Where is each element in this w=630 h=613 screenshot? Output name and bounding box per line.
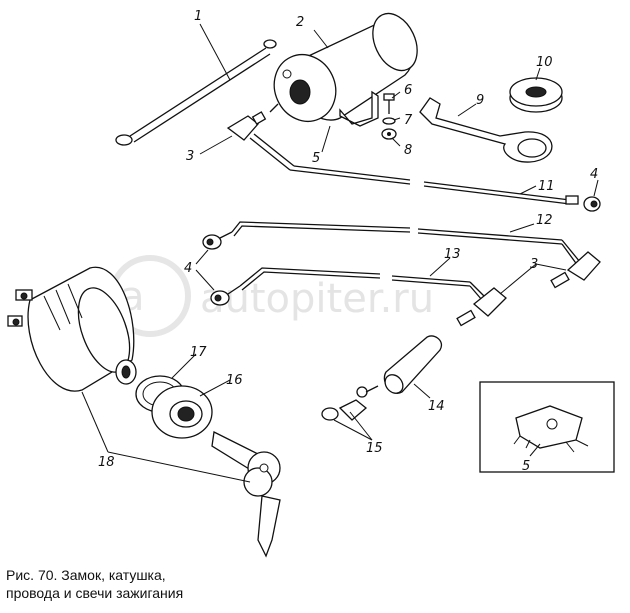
- locking-nut: [151, 385, 213, 439]
- hv-cable-coil: [226, 111, 579, 205]
- callout-4-upper: 4: [590, 167, 598, 182]
- callout-10: 10: [536, 55, 553, 70]
- callout-7: 7: [404, 113, 413, 128]
- bolt: [383, 93, 395, 114]
- rubber-bushing: [509, 77, 563, 113]
- callout-18: 18: [98, 455, 115, 470]
- callout-3-lower: 3: [530, 257, 538, 272]
- leader-lines: [81, 23, 599, 483]
- callout-14: 14: [428, 399, 445, 414]
- callout-1: 1: [194, 9, 202, 24]
- callout-3-upper: 3: [186, 149, 194, 164]
- callout-15: 15: [366, 441, 383, 456]
- spark-plug-wire-short: [239, 267, 507, 327]
- bracket: [419, 97, 553, 163]
- callout-9: 9: [476, 93, 484, 108]
- ignition-switch: [7, 266, 137, 392]
- spark-plug-boot: [383, 335, 443, 394]
- callout-4-lower: 4: [184, 261, 192, 276]
- callout-6: 6: [404, 83, 412, 98]
- callout-numbers: 1 2 3 5 6 7 8 9 10 11 12 13 3 4 4 14 15 …: [98, 9, 598, 474]
- ignition-keys: [211, 431, 281, 558]
- ignition-coil: [269, 12, 418, 127]
- terminal-cap-left: [202, 231, 233, 250]
- callout-2: 2: [296, 15, 304, 30]
- inset-detail: [479, 381, 615, 473]
- figure-caption: Рис. 70. Замок, катушка, провода и свечи…: [6, 566, 306, 602]
- caption-line-2: провода и свечи зажигания: [6, 585, 184, 601]
- callout-11: 11: [538, 179, 555, 194]
- callout-12: 12: [536, 213, 553, 228]
- terminal-cap-lower: [210, 285, 241, 306]
- plug-connector: [321, 385, 379, 421]
- spring-washer: [382, 117, 396, 125]
- callout-17: 17: [190, 345, 207, 360]
- callout-5-inset: 5: [522, 459, 530, 474]
- watermark-text: autopiter.ru: [200, 276, 434, 322]
- callout-13: 13: [444, 247, 461, 262]
- nut: [381, 128, 397, 140]
- callout-16: 16: [226, 373, 243, 388]
- terminal-cap-upper: [583, 196, 601, 212]
- callout-8: 8: [404, 143, 412, 158]
- callout-5-coil: 5: [312, 151, 320, 166]
- ground-strap-wire: [115, 39, 277, 146]
- caption-line-1: Рис. 70. Замок, катушка,: [6, 567, 166, 583]
- spark-plug-wire-long: [231, 221, 601, 289]
- watermark: a autopiter.ru: [109, 255, 434, 337]
